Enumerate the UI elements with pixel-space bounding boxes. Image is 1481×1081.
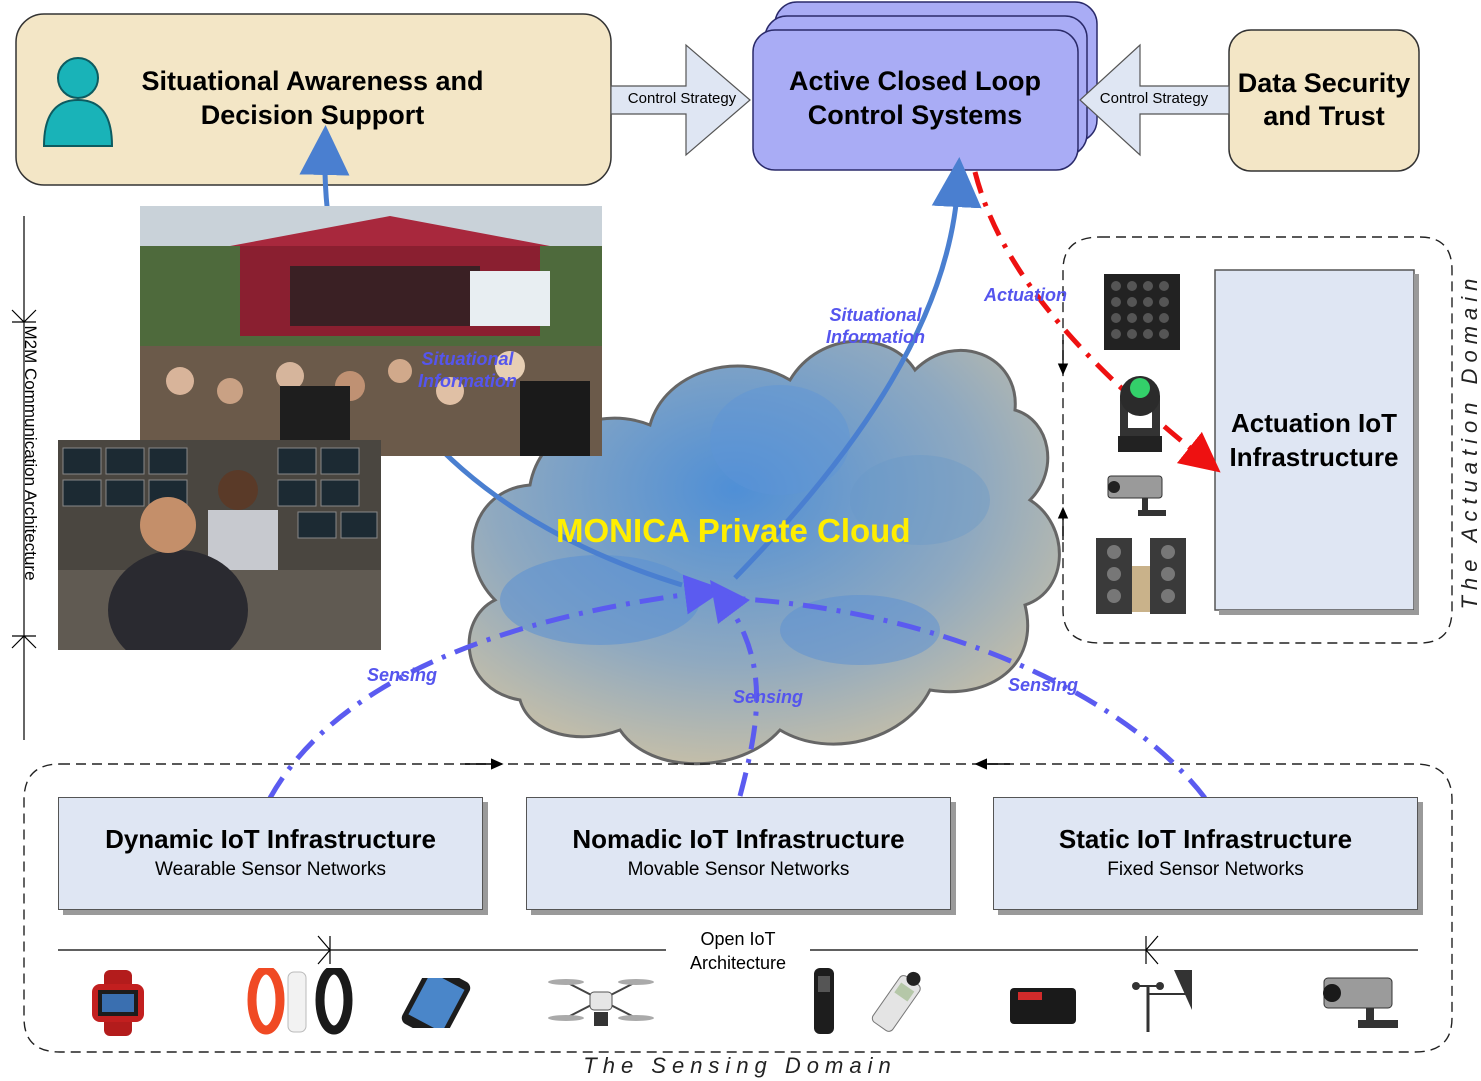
situational-title: Situational Awareness and Decision Suppo…	[141, 66, 484, 130]
actuation-label: Actuation	[984, 285, 1067, 305]
control-strategy-arrow-left	[610, 43, 751, 157]
static-iot-subtitle: Fixed Sensor Networks	[1107, 859, 1304, 880]
cloud-label: MONICA Private Cloud	[556, 512, 911, 549]
situational-info-label-right: Situational Information	[826, 305, 925, 347]
weather-station-icon	[1132, 970, 1192, 1032]
moving-light-icon	[1118, 376, 1162, 452]
sensing-domain-border	[23, 763, 1453, 1053]
loudspeaker-set-icon	[1096, 538, 1186, 614]
festival-photo	[140, 206, 602, 456]
security-camera-icon	[1323, 977, 1398, 1028]
handheld-sensor-icon	[814, 968, 834, 1034]
cctv-camera-icon	[1107, 475, 1166, 516]
active-control-title: Active Closed Loop Control Systems	[788, 66, 1042, 130]
smartwatch-icon	[92, 970, 144, 1036]
active-control-box	[752, 29, 1079, 171]
control-strategy-arrow-right	[1079, 43, 1230, 157]
drone-icon	[548, 979, 654, 1026]
m2m-label: M2M Communication Architecture	[21, 325, 40, 581]
situational-arrow-right	[733, 157, 982, 580]
sensing-label-left: Sensing	[367, 665, 438, 685]
nomadic-iot-title: Nomadic IoT Infrastructure	[572, 824, 905, 854]
speaker-array-icon	[1104, 274, 1180, 350]
control-strategy-label-right: Control Strategy	[1099, 90, 1209, 107]
actuation-infra-box	[1214, 269, 1415, 611]
situational-info-label-left: Situational Information	[418, 349, 517, 391]
sensing-arrow-left	[267, 574, 725, 800]
sensing-domain-label: The Sensing Domain	[583, 1053, 897, 1078]
actuation-domain-label: The Actuation Domain	[1457, 272, 1481, 610]
sensing-arrow-right	[727, 595, 1207, 800]
static-iot-title: Static IoT Infrastructure	[1058, 824, 1353, 854]
nomadic-iot-subtitle: Movable Sensor Networks	[627, 859, 850, 880]
dynamic-iot-subtitle: Wearable Sensor Networks	[155, 859, 386, 880]
spmab-device-icon	[1010, 988, 1076, 1024]
nomadic-iot-box: Nomadic IoT Infrastructure Movable Senso…	[526, 797, 951, 910]
actuation-domain-border	[1062, 236, 1453, 644]
sound-level-meter-icon	[871, 971, 921, 1032]
dynamic-iot-title: Dynamic IoT Infrastructure	[105, 824, 436, 854]
control-strategy-label-left: Control Strategy	[627, 90, 737, 107]
person-icon	[42, 57, 114, 147]
actuation-infra-title: Actuation IoT Infrastructure	[1229, 408, 1399, 472]
sensing-arrow-mid	[710, 579, 760, 797]
static-iot-box: Static IoT Infrastructure Fixed Sensor N…	[993, 797, 1418, 910]
smartphone-icon	[401, 978, 471, 1028]
open-iot-label: Open IoT Architecture	[666, 927, 810, 975]
control-room-photo	[58, 440, 381, 650]
sensing-label-right: Sensing	[1008, 675, 1079, 695]
cloud-shape	[467, 339, 1061, 766]
dynamic-iot-box: Dynamic IoT Infrastructure Wearable Sens…	[58, 797, 483, 910]
fitness-bands-icon	[247, 968, 353, 1035]
security-title: Data Security and Trust	[1237, 68, 1411, 131]
sensing-label-mid: Sensing	[733, 687, 804, 707]
